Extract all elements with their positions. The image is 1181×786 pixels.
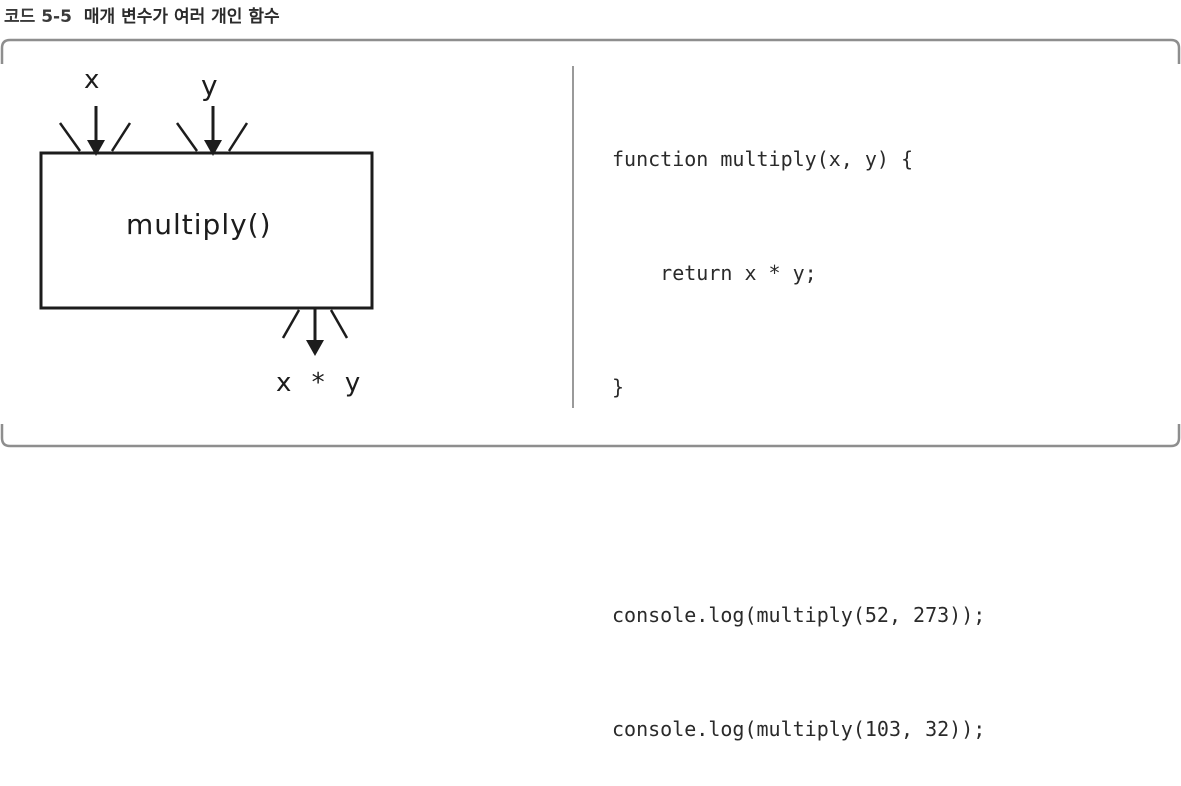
param-x-label: x xyxy=(84,65,100,95)
function-name-label: multiply() xyxy=(126,208,272,241)
code-line: } xyxy=(612,375,625,399)
output-funnel xyxy=(281,309,349,339)
code-line xyxy=(612,482,985,520)
frame-brackets xyxy=(0,38,1181,448)
caption-number: 코드 5-5 xyxy=(4,6,72,27)
function-box xyxy=(39,151,374,310)
code-line: function multiply(x, y) { xyxy=(612,147,914,171)
code-block: function multiply(x, y) { return x * y; … xyxy=(612,64,985,786)
input-x-arrow xyxy=(87,106,105,156)
code-caption: 코드 5-5 매개 변수가 여러 개인 함수 xyxy=(4,0,280,28)
input-y-funnel xyxy=(175,122,249,152)
column-divider xyxy=(572,66,574,408)
output-label: x * y xyxy=(276,368,367,398)
code-line: console.log(multiply(103, 32)); xyxy=(612,717,986,741)
param-y-label: y xyxy=(201,69,218,102)
input-y-arrow xyxy=(204,106,222,156)
code-line: return x * y; xyxy=(612,261,817,285)
input-x-funnel xyxy=(58,122,132,152)
function-diagram: x y multiply() x * y xyxy=(0,38,560,448)
caption-title: 매개 변수가 여러 개인 함수 xyxy=(83,6,280,27)
diagram-drawing xyxy=(39,106,374,356)
code-frame xyxy=(0,38,1181,448)
code-line: console.log(multiply(52, 273)); xyxy=(612,603,986,627)
output-arrow xyxy=(306,308,324,356)
